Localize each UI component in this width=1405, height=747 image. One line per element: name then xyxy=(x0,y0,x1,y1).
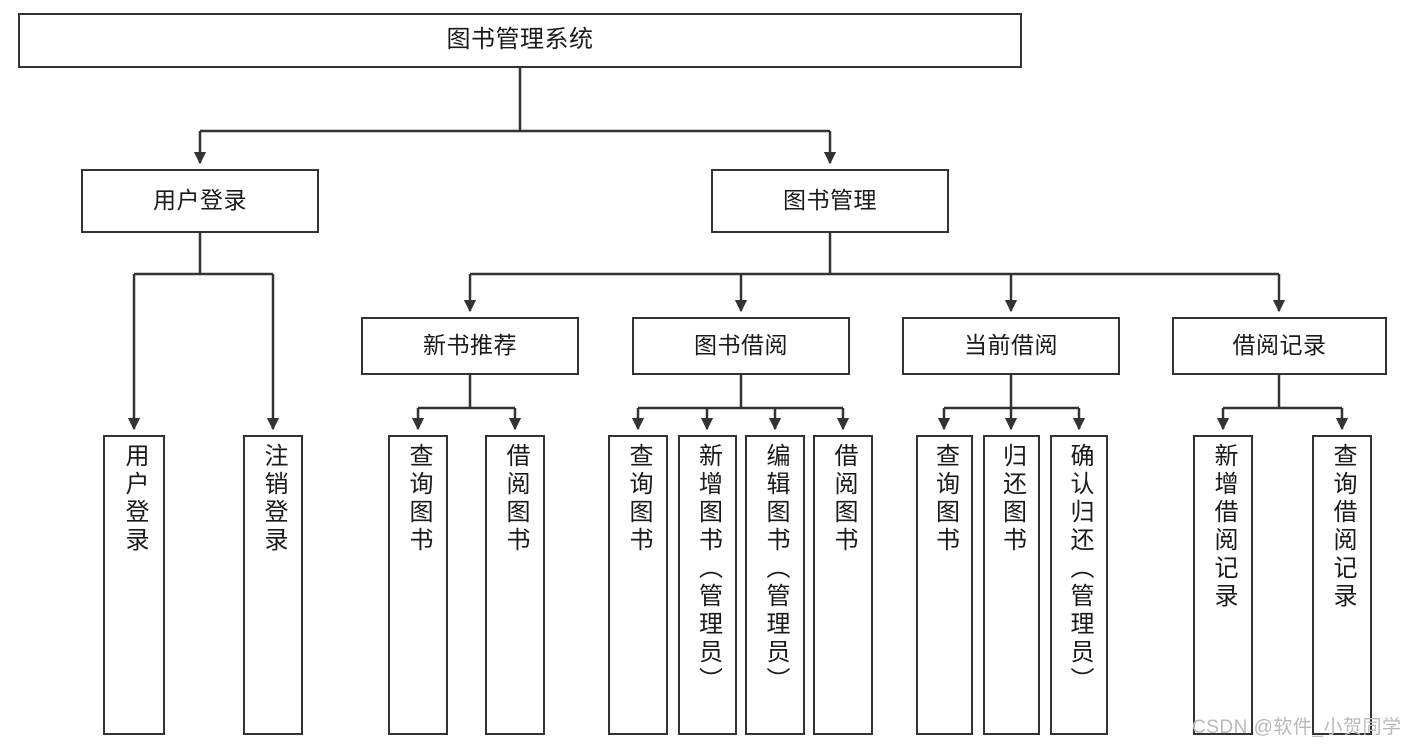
node-leaf-user-logout-label: 注销登录 xyxy=(260,443,287,555)
node-new-book-rec-label: 新书推荐 xyxy=(423,332,517,359)
node-leaf-borrow-book-1[interactable]: 借阅图书 xyxy=(485,435,545,735)
node-leaf-query-book-2-label: 查询图书 xyxy=(625,443,652,555)
node-leaf-confirm-return-label: 确认归还（管理员） xyxy=(1066,443,1093,695)
node-leaf-query-book-1-label: 查询图书 xyxy=(405,443,432,555)
node-book-manage-label: 图书管理 xyxy=(783,187,877,214)
node-leaf-borrow-book-2-label: 借阅图书 xyxy=(830,443,857,555)
node-book-borrow-label: 图书借阅 xyxy=(694,332,788,359)
node-leaf-borrow-book-2[interactable]: 借阅图书 xyxy=(813,435,873,735)
node-borrow-record-label: 借阅记录 xyxy=(1232,332,1327,359)
node-leaf-add-book[interactable]: 新增图书（管理员） xyxy=(678,435,737,735)
node-current-borrow[interactable]: 当前借阅 xyxy=(902,317,1120,375)
node-user-login-label: 用户登录 xyxy=(153,187,247,214)
node-leaf-edit-book-label: 编辑图书（管理员） xyxy=(762,443,789,695)
node-leaf-query-book-3-label: 查询图书 xyxy=(931,443,959,555)
node-leaf-confirm-return[interactable]: 确认归还（管理员） xyxy=(1050,435,1108,735)
node-root-label: 图书管理系统 xyxy=(446,26,594,54)
node-new-book-rec[interactable]: 新书推荐 xyxy=(361,317,579,375)
node-leaf-return-book[interactable]: 归还图书 xyxy=(983,435,1040,735)
node-book-borrow[interactable]: 图书借阅 xyxy=(632,317,850,375)
node-leaf-return-book-label: 归还图书 xyxy=(998,443,1026,555)
node-leaf-edit-book[interactable]: 编辑图书（管理员） xyxy=(745,435,805,735)
node-leaf-add-book-label: 新增图书（管理员） xyxy=(694,443,722,695)
node-leaf-query-record[interactable]: 查询借阅记录 xyxy=(1312,435,1372,735)
node-leaf-user-login[interactable]: 用户登录 xyxy=(103,435,165,735)
node-user-login[interactable]: 用户登录 xyxy=(81,169,319,233)
node-leaf-add-record-label: 新增借阅记录 xyxy=(1210,443,1237,611)
node-leaf-query-book-1[interactable]: 查询图书 xyxy=(388,435,448,735)
node-leaf-user-logout[interactable]: 注销登录 xyxy=(243,435,303,735)
node-leaf-add-record[interactable]: 新增借阅记录 xyxy=(1193,435,1253,735)
node-leaf-borrow-book-1-label: 借阅图书 xyxy=(502,443,529,555)
node-leaf-user-login-label: 用户登录 xyxy=(121,443,148,555)
node-book-manage[interactable]: 图书管理 xyxy=(711,169,949,233)
csdn-watermark: CSDN @软件_小贺同学 xyxy=(1192,717,1402,738)
node-leaf-query-record-label: 查询借阅记录 xyxy=(1329,443,1356,611)
node-current-borrow-label: 当前借阅 xyxy=(964,332,1058,359)
node-borrow-record[interactable]: 借阅记录 xyxy=(1172,317,1387,375)
node-leaf-query-book-3[interactable]: 查询图书 xyxy=(916,435,973,735)
node-root[interactable]: 图书管理系统 xyxy=(18,13,1022,68)
node-leaf-query-book-2[interactable]: 查询图书 xyxy=(608,435,668,735)
